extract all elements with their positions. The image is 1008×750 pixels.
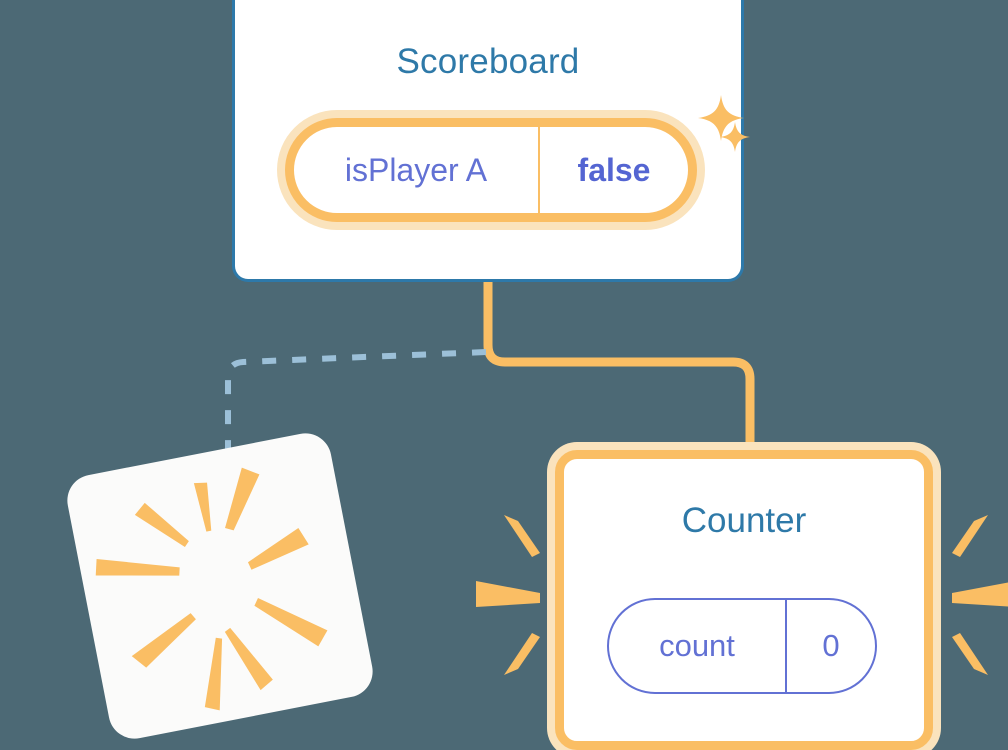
counter-state-value: 0: [822, 628, 840, 663]
sparkle-large-icon: [698, 95, 744, 141]
scoreboard-state-key: isPlayer A: [294, 127, 540, 213]
burst-ray: [504, 633, 540, 675]
counter-state-key: count: [609, 600, 787, 692]
scoreboard-title: Scoreboard: [396, 42, 580, 81]
burst-ray: [952, 515, 988, 557]
burst-ray: [952, 633, 988, 675]
counter-title: Counter: [681, 501, 807, 540]
counter-card[interactable]: Counter count 0: [555, 450, 933, 750]
burst-ray: [952, 582, 1008, 607]
scoreboard-state-pill[interactable]: isPlayer A false: [285, 118, 697, 222]
counter-burst-left: [476, 515, 540, 675]
unmounting-component-card[interactable]: [62, 428, 378, 744]
sparkle-small-icon: [720, 122, 750, 152]
counter-state-pill[interactable]: count 0: [607, 598, 877, 694]
burst-ray: [476, 581, 540, 607]
scoreboard-state-value: false: [577, 151, 651, 188]
connector-scoreboard-to-counter: [483, 277, 755, 457]
scoreboard-card[interactable]: Scoreboard isPlayer A false: [232, 0, 750, 282]
burst-ray: [504, 515, 540, 557]
counter-burst-right: [952, 515, 1008, 675]
